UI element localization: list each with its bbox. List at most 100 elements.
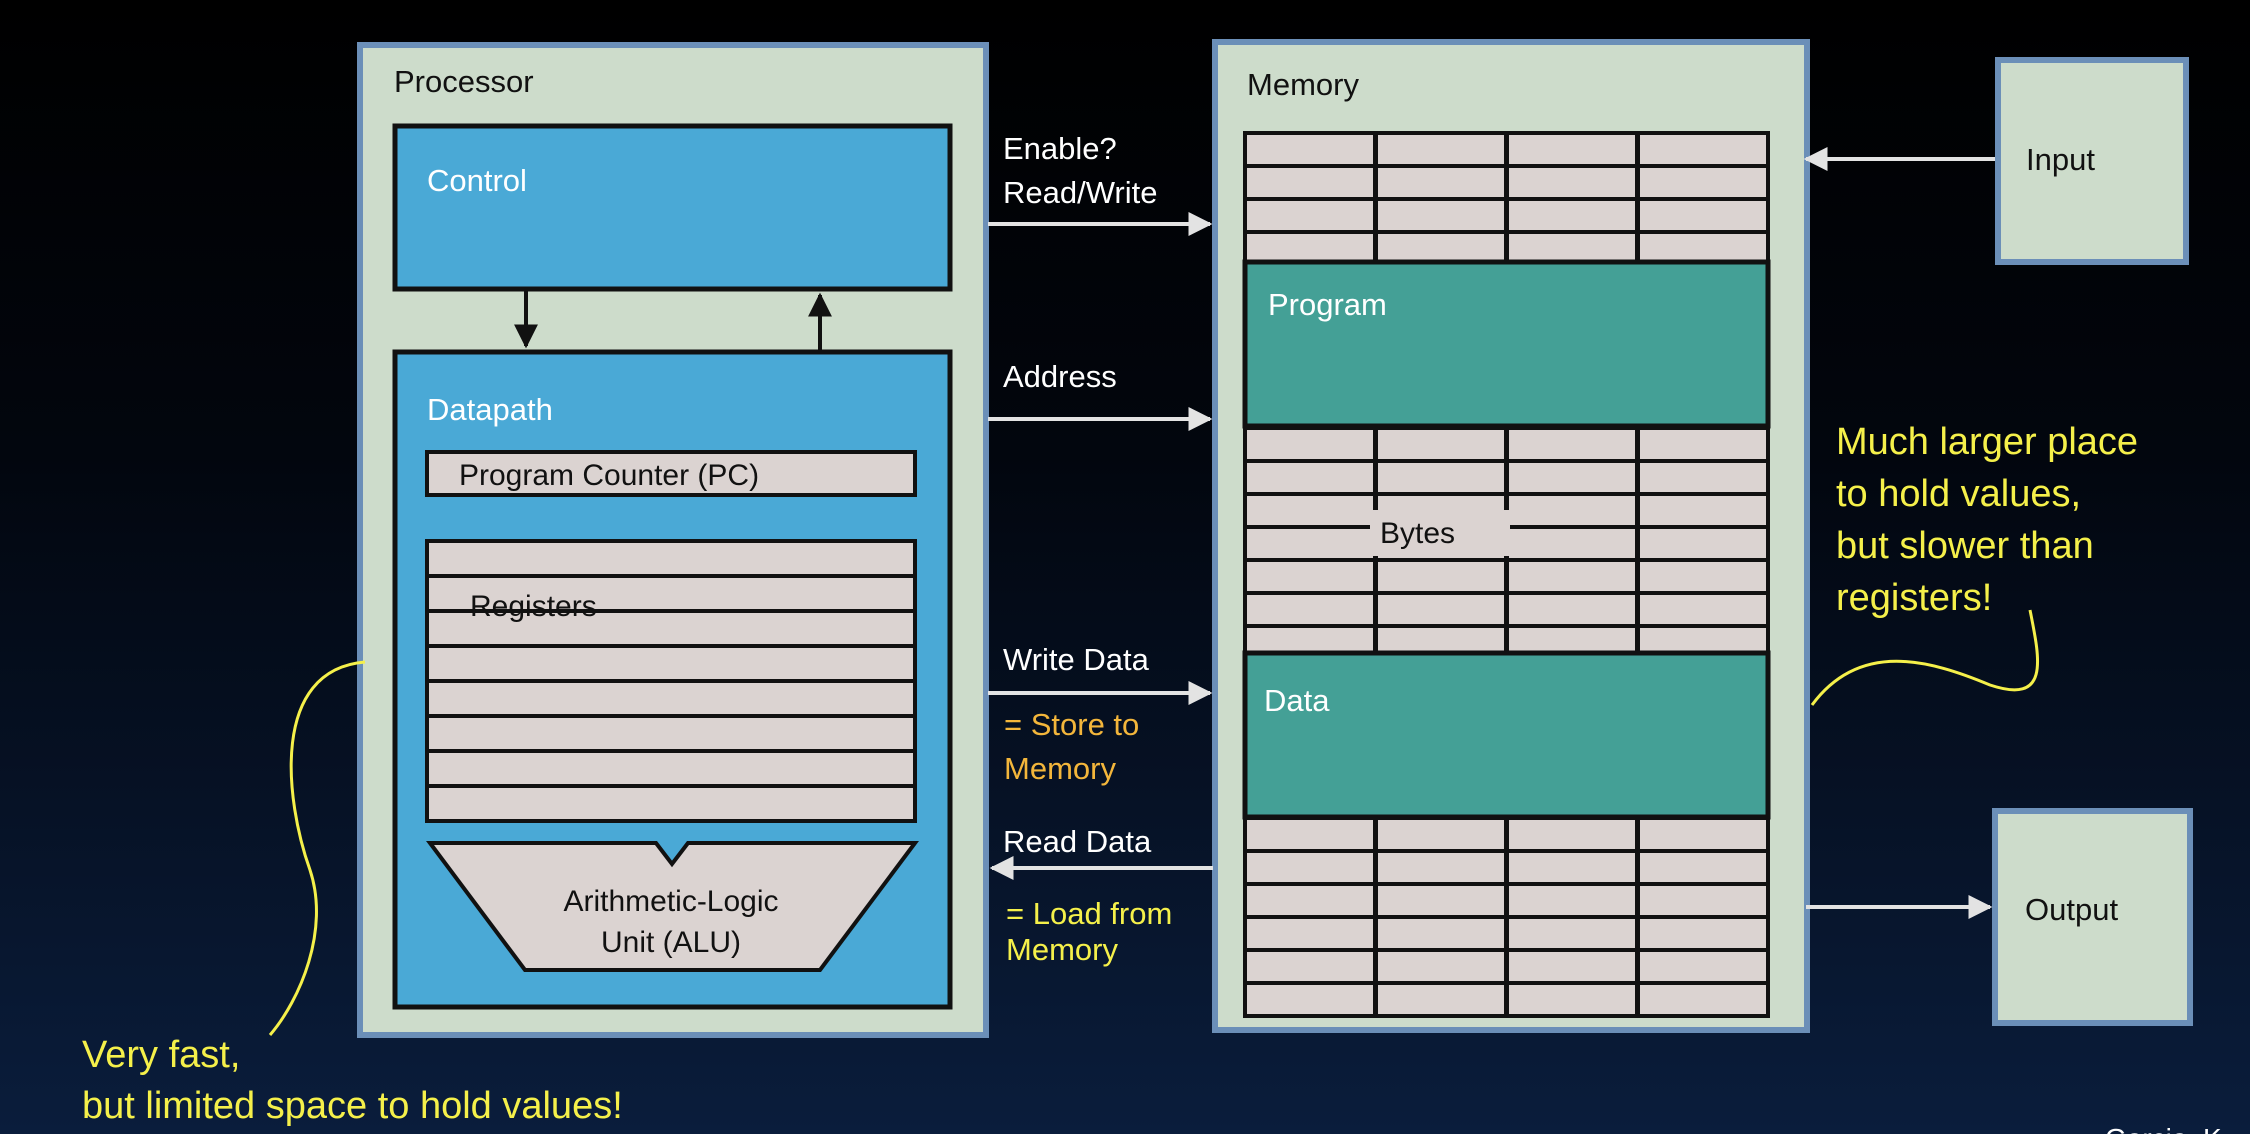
memory-byte-cell: [1636, 492, 1770, 529]
memory-byte-cell: [1505, 164, 1639, 201]
memory-note-line4: registers!: [1836, 577, 1992, 619]
memory-byte-cell: [1243, 459, 1377, 496]
memory-byte-cell: [1636, 915, 1770, 952]
datapath-label: Datapath: [427, 392, 553, 427]
register-row: [425, 784, 917, 823]
memory-byte-cell: [1636, 882, 1770, 919]
memory-byte-cell: [1374, 426, 1508, 463]
bytes-label-bg: [1370, 510, 1510, 556]
data-segment-label: Data: [1264, 683, 1330, 718]
memory-byte-cell: [1505, 981, 1639, 1018]
memory-byte-cell: [1243, 981, 1377, 1018]
register-row: [425, 679, 917, 718]
alu-label-line2: Unit (ALU): [601, 926, 741, 959]
read-data-label: Read Data: [1003, 824, 1152, 859]
program-segment-label: Program: [1268, 287, 1387, 322]
memory-byte-cell: [1636, 525, 1770, 562]
memory-byte-cell: [1505, 849, 1639, 886]
store-note-line2: Memory: [1004, 751, 1116, 786]
register-row: [425, 714, 917, 753]
register-row: [425, 609, 917, 648]
register-row: [425, 749, 917, 788]
memory-byte-cell: [1374, 816, 1508, 853]
load-note-line1: = Load from: [1006, 896, 1172, 931]
register-row: [425, 574, 917, 613]
memory-byte-cell: [1243, 164, 1377, 201]
output-label: Output: [2025, 892, 2118, 927]
memory-note-line1: Much larger place: [1836, 421, 2138, 463]
memory-byte-cell: [1243, 849, 1377, 886]
memory-byte-cell: [1374, 164, 1508, 201]
bytes-label: Bytes: [1380, 517, 1455, 550]
memory-byte-cell: [1636, 816, 1770, 853]
memory-title: Memory: [1247, 67, 1359, 102]
registers-label: Registers: [470, 590, 597, 623]
memory-byte-cell: [1374, 558, 1508, 595]
memory-byte-cell: [1374, 882, 1508, 919]
memory-byte-grid: [1243, 131, 1770, 1018]
memory-byte-cell: [1636, 131, 1770, 168]
memory-byte-cell: [1636, 591, 1770, 628]
memory-byte-cell: [1636, 459, 1770, 496]
memory-byte-cell: [1505, 525, 1639, 562]
store-note-line1: = Store to: [1004, 707, 1139, 742]
memory-byte-cell: [1243, 948, 1377, 985]
memory-byte-cell: [1374, 915, 1508, 952]
memory-byte-cell: [1243, 882, 1377, 919]
input-box: [1995, 57, 2189, 265]
memory-byte-cell: [1243, 131, 1377, 168]
program-segment: [1242, 259, 1771, 429]
memory-byte-cell: [1636, 558, 1770, 595]
memory-byte-cell: [1505, 459, 1639, 496]
memory-byte-cell: [1243, 426, 1377, 463]
memory-byte-cell: [1636, 164, 1770, 201]
memory-byte-cell: [1505, 816, 1639, 853]
input-label: Input: [2026, 142, 2095, 177]
memory-byte-cell: [1243, 525, 1377, 562]
alu-label-line1: Arithmetic-Logic: [563, 885, 778, 918]
memory-byte-cell: [1243, 915, 1377, 952]
register-row: [425, 644, 917, 683]
memory-byte-cell: [1374, 849, 1508, 886]
register-note-pointer: [268, 660, 366, 1036]
memory-byte-cell: [1505, 131, 1639, 168]
load-note-line2: Memory: [1006, 932, 1118, 967]
write-data-label: Write Data: [1003, 642, 1150, 677]
memory-byte-cell: [1374, 591, 1508, 628]
read-write-label: Read/Write: [1003, 175, 1158, 210]
memory-byte-cell: [1374, 948, 1508, 985]
memory-byte-cell: [1505, 558, 1639, 595]
output-box: [1992, 808, 2193, 1026]
memory-byte-cell: [1505, 882, 1639, 919]
memory-byte-cell: [1505, 197, 1639, 234]
memory-byte-cell: [1374, 459, 1508, 496]
memory-byte-cell: [1243, 197, 1377, 234]
register-file: [425, 539, 917, 823]
memory-byte-cell: [1374, 197, 1508, 234]
memory-byte-cell: [1636, 981, 1770, 1018]
memory-byte-cell: [1505, 591, 1639, 628]
memory-byte-cell: [1243, 591, 1377, 628]
memory-byte-cell: [1636, 948, 1770, 985]
memory-note-line3: but slower than: [1836, 525, 2094, 567]
memory-byte-cell: [1636, 426, 1770, 463]
control-box: [392, 123, 953, 292]
enable-label: Enable?: [1003, 131, 1117, 166]
memory-note-pointer: [1810, 609, 2040, 706]
address-label: Address: [1003, 359, 1117, 394]
register-note-line1: Very fast,: [82, 1034, 240, 1076]
memory-byte-cell: [1505, 948, 1639, 985]
memory-byte-cell: [1636, 197, 1770, 234]
program-counter-label: Program Counter (PC): [459, 459, 759, 492]
memory-note-line2: to hold values,: [1836, 473, 2081, 515]
memory-byte-cell: [1374, 981, 1508, 1018]
alu-shape: [426, 841, 919, 972]
processor-title: Processor: [394, 64, 534, 99]
memory-byte-cell: [1243, 558, 1377, 595]
memory-byte-cell: [1505, 915, 1639, 952]
data-segment: [1242, 650, 1771, 820]
memory-byte-cell: [1505, 492, 1639, 529]
memory-byte-cell: [1243, 492, 1377, 529]
register-row: [425, 539, 917, 578]
memory-byte-cell: [1505, 426, 1639, 463]
